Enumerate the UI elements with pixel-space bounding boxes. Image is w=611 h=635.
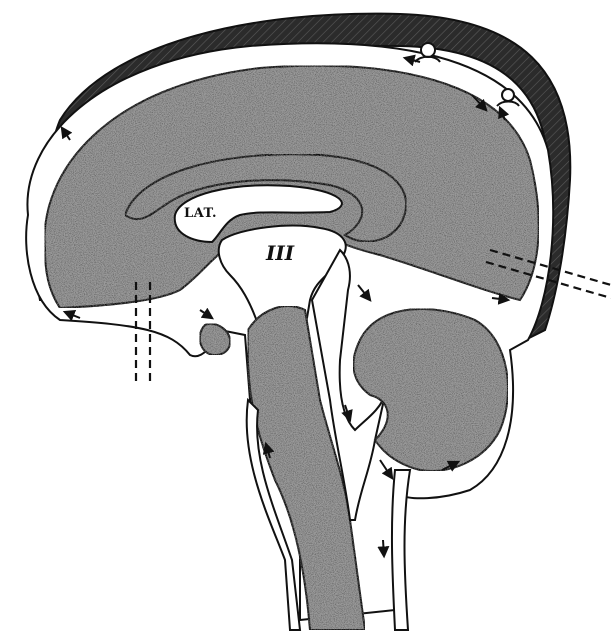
third-ventricle-label: III <box>265 241 295 265</box>
lateral-ventricle-label: LAT. <box>184 206 217 221</box>
spinal-canal-right <box>392 470 410 630</box>
